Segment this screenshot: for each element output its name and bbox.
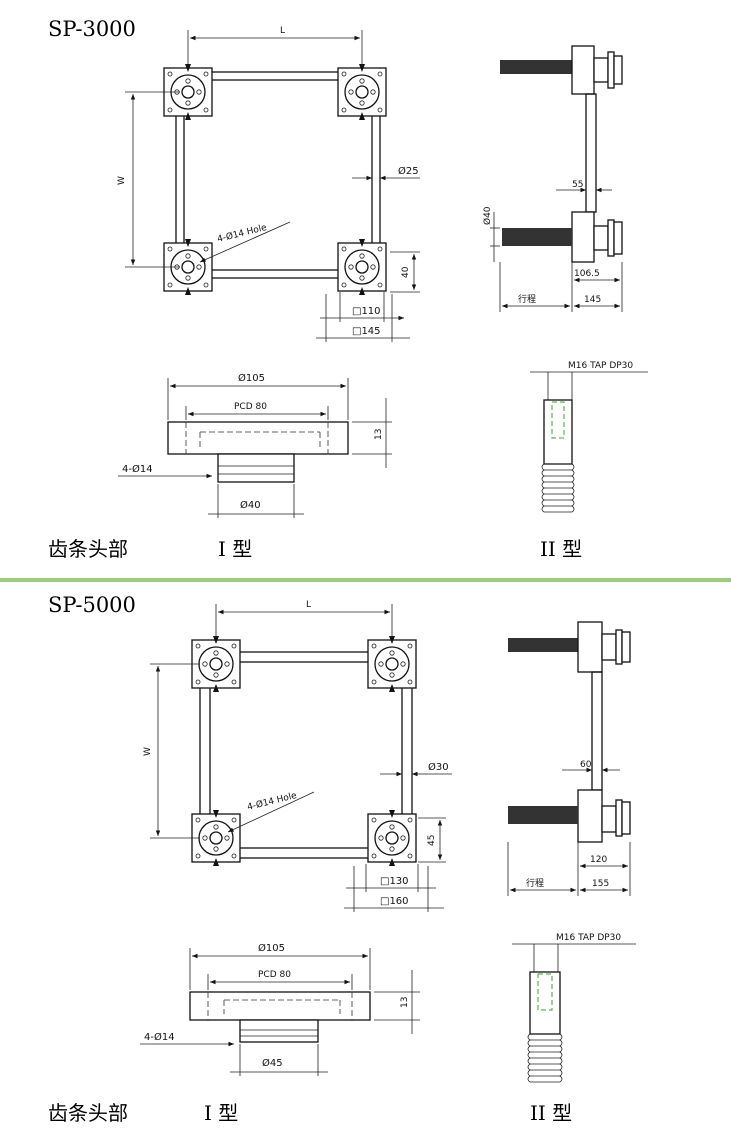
dim-offset: 45 [427,835,437,846]
frame-top-view: L W 4-Ø14 Hole Ø25 40 □11 [117,26,420,342]
dim-holes: 4-Ø14 [122,463,153,475]
dim-square-outer: □145 [352,326,381,337]
dim-square-inner: □110 [352,306,381,317]
dim-tube-dia: Ø25 [398,165,419,177]
corner-block [367,635,417,693]
caption-rack-head: 齿条头部 [48,537,128,561]
model-title: SP-5000 [48,593,136,617]
dim-square-outer: □160 [380,896,409,907]
rack-upper [508,638,578,652]
dim-offset: 40 [401,266,411,278]
dim-width: W [117,176,127,185]
dim-side-1: 120 [590,855,607,865]
frame-top-view: L W 4-Ø14 Hole Ø30 45 □130 □160 [143,600,452,912]
caption-type2: II 型 [540,537,582,561]
corner-block [367,809,417,867]
dim-length: L [306,600,311,610]
dim-square-inner: □130 [380,876,409,887]
dim-boss-dia: Ø45 [262,1057,283,1069]
dim-rack-dia: Ø40 [482,206,493,225]
tap-callout: M16 TAP DP30 [568,361,633,371]
dim-tube-dia: Ø30 [428,761,449,773]
dim-outer-dia: Ø105 [238,372,265,384]
type2-section: M16 TAP DP30 [530,361,648,513]
type1-section: Ø105 PCD 80 13 4-Ø14 Ø45 [140,942,420,1076]
dim-width: W [143,747,153,756]
type1-section: Ø105 PCD 80 13 4-Ø14 Ø40 [118,372,392,518]
section-sp5000: SP-5000 L W 4-Ø14 Hole Ø30 [48,593,636,1125]
type2-section: M16 TAP DP30 [512,933,636,1083]
rack-lower [502,228,572,246]
dim-thickness: 13 [374,429,384,440]
caption-type1: I 型 [218,537,252,561]
dim-length: L [280,26,285,36]
dim-pcd: PCD 80 [258,970,291,980]
dim-side-2: 155 [592,879,609,889]
hole-callout: 4-Ø14 Hole [216,222,268,245]
caption-type1: I 型 [204,1101,238,1125]
caption-rack-head: 齿条头部 [48,1101,128,1125]
dim-side-1: 106.5 [574,269,600,279]
corner-block [337,63,387,121]
corner-block [337,238,387,296]
dim-column: 60 [580,760,592,770]
section-sp3000: SP-3000 L W 4-Ø14 Hole [48,17,648,561]
dim-holes: 4-Ø14 [144,1031,175,1043]
side-view: 60 120 行程 155 [507,621,631,896]
dim-outer-dia: Ø105 [258,942,285,954]
tap-callout: M16 TAP DP30 [556,933,621,943]
dim-travel: 行程 [526,877,544,889]
side-view: Ø40 55 106.5 行程 145 [482,45,623,312]
caption-type2: II 型 [530,1101,572,1125]
dim-column: 55 [572,180,583,190]
dim-thickness: 13 [400,997,410,1008]
dim-side-2: 145 [584,295,601,305]
section-divider [0,578,731,582]
dim-pcd: PCD 80 [234,402,267,412]
dim-travel: 行程 [518,293,536,305]
rack-lower [508,806,578,824]
rack-upper [500,60,572,74]
hole-callout: 4-Ø14 Hole [246,790,298,813]
model-title: SP-3000 [48,17,136,41]
dim-boss-dia: Ø40 [240,499,261,511]
